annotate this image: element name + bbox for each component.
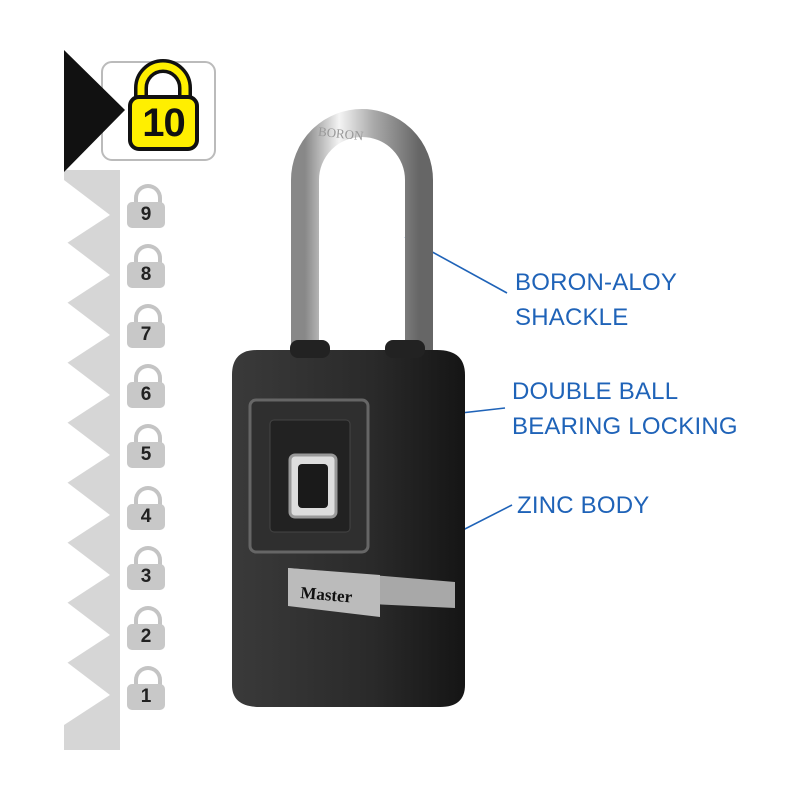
callout-locking: DOUBLE BALL BEARING LOCKING [512, 374, 738, 444]
rating-pointer [64, 50, 125, 172]
callout-locking-line2: BEARING LOCKING [512, 413, 738, 440]
rating-level-9: 9 [127, 184, 167, 234]
rating-level-8: 8 [127, 244, 167, 294]
padlock-image: Master [232, 109, 465, 707]
rating-level-7: 7 [127, 304, 167, 354]
shackle [291, 109, 433, 370]
rating-level-4: 4 [127, 486, 167, 536]
rating-level-5: 5 [127, 424, 167, 474]
rating-current-level: 10 [142, 101, 186, 145]
rating-level-2: 2 [127, 606, 167, 656]
rating-level-3: 3 [127, 546, 167, 596]
callout-body-line1: ZINC BODY [517, 492, 650, 519]
brand-logo: Master [300, 583, 354, 606]
callout-locking-line1: DOUBLE BALL [512, 378, 679, 405]
rating-chevrons [64, 180, 110, 725]
callout-shackle-line1: BORON-ALOY [515, 269, 678, 296]
rating-level-6: 6 [127, 364, 167, 414]
rating-level-1: 1 [127, 666, 167, 716]
callout-shackle-line2: SHACKLE [515, 304, 629, 331]
rating-10-lock-icon [128, 59, 199, 151]
callout-shackle: BORON-ALOY SHACKLE [515, 265, 677, 335]
callout-body: ZINC BODY [517, 488, 649, 523]
